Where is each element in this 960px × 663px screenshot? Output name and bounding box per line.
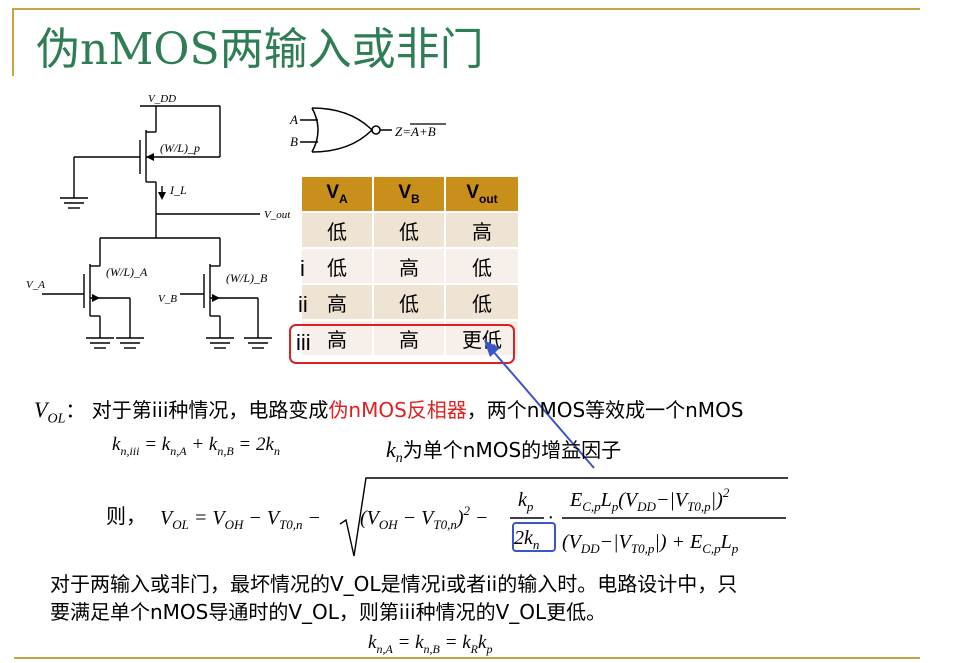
truth-table: VA VB Vout 低 低 高 低 高 低 高 低 低 高 高 更低 xyxy=(300,175,520,357)
row-label-ii: ii xyxy=(298,292,308,317)
wl-a-label: (W/L)_A xyxy=(106,265,148,279)
row-label-iii: iii xyxy=(296,330,311,355)
nor-gate-symbol: A B Z=A+B xyxy=(289,107,446,153)
svg-text:(VOH − VT0,n)2 −: (VOH − VT0,n)2 − xyxy=(360,503,489,532)
vol-text-1: 对于第iii种情况，电路变成 xyxy=(91,398,329,422)
table-cell: 高 xyxy=(374,249,444,283)
kn-note: kn为单个nMOS的增益因子 xyxy=(386,437,622,466)
table-cell: 高 xyxy=(374,321,444,355)
table-cell: 高 xyxy=(446,213,518,247)
vol-highlight: 伪nMOS反相器 xyxy=(328,398,467,422)
table-row: 低 低 高 xyxy=(302,213,518,247)
table-cell: 低 xyxy=(302,249,372,283)
bottom-rule xyxy=(14,657,920,659)
wl-p-label: (W/L)_p xyxy=(160,141,200,155)
k-equation: kn,iii = kn,A + kn,B = 2kn xyxy=(112,434,280,458)
top-rule xyxy=(12,8,920,10)
row-label-i: i xyxy=(300,256,305,281)
wl-b-label: (W/L)_B xyxy=(226,271,268,285)
2kn-highlight xyxy=(512,522,556,552)
table-cell: 更低 xyxy=(446,321,518,355)
vb-label: V_B xyxy=(158,293,177,305)
left-rule xyxy=(12,8,14,76)
svg-text:VOL = VOH − VT0,n −: VOL = VOH − VT0,n − xyxy=(160,507,321,532)
table-row: 高 低 低 xyxy=(302,285,518,319)
table-cell: 高 xyxy=(302,285,372,319)
vol-line: VOL： 对于第iii种情况，电路变成伪nMOS反相器，两个nMOS等效成一个n… xyxy=(34,397,744,427)
vout-label: V_out xyxy=(264,209,290,221)
table-cell: 低 xyxy=(374,285,444,319)
truth-table-header: VA VB Vout xyxy=(302,177,518,211)
il-label: I_L xyxy=(169,183,187,197)
va-label: V_A xyxy=(26,279,45,291)
header-vout: Vout xyxy=(446,177,518,211)
table-row: 低 高 低 xyxy=(302,249,518,283)
annotation-arrow xyxy=(484,340,595,469)
gate-input-a: A xyxy=(289,112,298,127)
case-iii-highlight xyxy=(289,324,515,364)
svg-text:EC,pLp(VDD−|VT0,p|)2: EC,pLp(VDD−|VT0,p|)2 xyxy=(569,485,730,514)
conclusion-line-1: 对于两输入或非门，最坏情况的V_OL是情况i或者ii的输入时。电路设计中，只 xyxy=(50,572,738,596)
vol-formula: VOL = VOH − VT0,n − (VOH − VT0,n)2 − kp … xyxy=(160,477,788,557)
table-cell: 低 xyxy=(374,213,444,247)
table-cell: 低 xyxy=(446,249,518,283)
svg-text:(VDD−|VT0,p|) + EC,pLp: (VDD−|VT0,p|) + EC,pLp xyxy=(562,531,739,556)
vol-text-2: ，两个nMOS等效成一个nMOS xyxy=(466,398,744,422)
table-cell: 低 xyxy=(302,213,372,247)
then-label: 则， xyxy=(106,504,146,528)
kn-note-text: 为单个nMOS的增益因子 xyxy=(402,438,622,462)
svg-text:·: · xyxy=(548,507,553,529)
table-cell: 高 xyxy=(302,321,372,355)
conclusion-line-2: 要满足单个nMOS导通时的V_OL，则第iii种情况的V_OL更低。 xyxy=(50,600,607,624)
pseudo-nmos-nor-schematic: V_DD (W/L)_p I_L V_out (W/L)_A (W/L)_B V… xyxy=(26,93,290,349)
gate-output: Z=A+B xyxy=(395,124,436,139)
gate-input-b: B xyxy=(290,134,298,149)
final-equation: kn,A = kn,B = kRkp xyxy=(368,632,493,656)
header-va: VA xyxy=(302,177,372,211)
vdd-label: V_DD xyxy=(148,93,176,105)
table-row: 高 高 更低 xyxy=(302,321,518,355)
svg-text:kp: kp xyxy=(518,489,534,514)
table-cell: 低 xyxy=(446,285,518,319)
page-title: 伪nMOS两输入或非门 xyxy=(36,24,484,75)
header-vb: VB xyxy=(374,177,444,211)
